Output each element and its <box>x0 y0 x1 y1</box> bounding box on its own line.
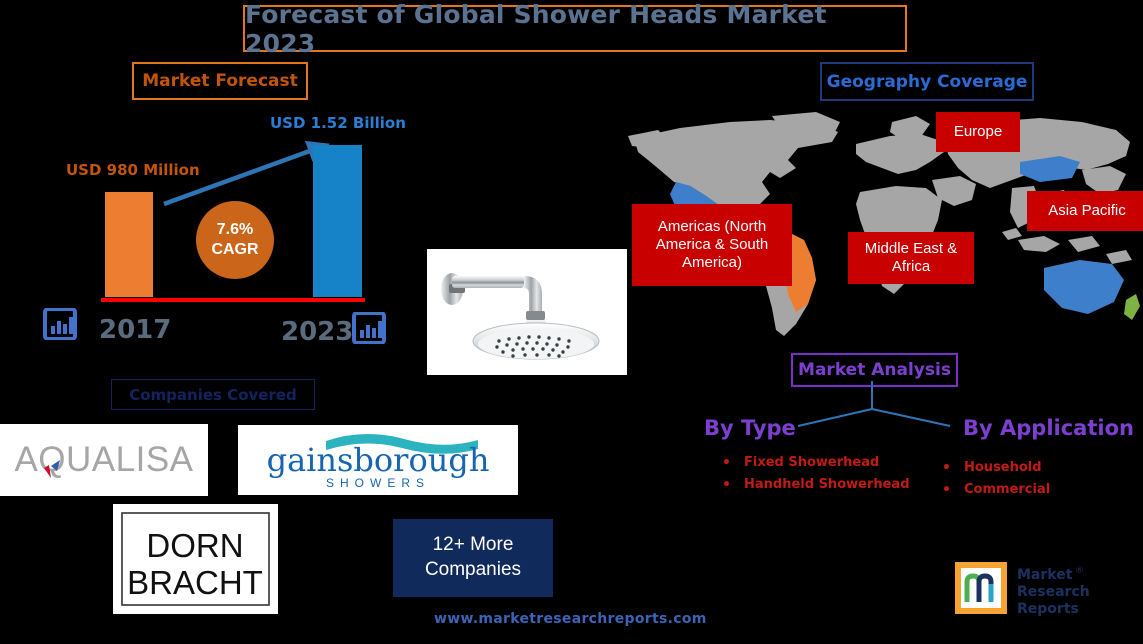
cagr-badge: 7.6% CAGR <box>196 201 274 279</box>
more-companies-line2: Companies <box>424 559 522 580</box>
bar-chart-icon <box>352 312 386 344</box>
website-url[interactable]: www.marketresearchreports.com <box>434 611 707 627</box>
list-item: Commercial <box>938 478 1050 502</box>
by-application-title: By Application <box>963 416 1134 440</box>
list-item: Fixed Showerhead <box>718 451 910 475</box>
company-logo-gainsborough-subtitle: SHOWERS <box>326 476 430 490</box>
cagr-label: CAGR <box>211 241 259 258</box>
market-analysis-header: Market Analysis <box>791 353 958 387</box>
list-item: Household <box>938 456 1050 480</box>
list-item: Handheld Showerhead <box>718 473 910 497</box>
market-research-reports-logo: Market ® Research Reports <box>955 562 1090 616</box>
map-region-new-zealand <box>1124 294 1140 320</box>
brand-name-line2: Research <box>1017 584 1090 600</box>
bar-2023 <box>313 145 362 297</box>
geo-label-europe: Europe <box>936 112 1020 152</box>
by-application-list: Household Commercial <box>938 456 1050 503</box>
cagr-value: 7.6% <box>216 221 254 239</box>
year-label-2023: 2023 <box>281 317 354 347</box>
page-title: Forecast of Global Shower Heads Market 2… <box>243 0 907 58</box>
company-logo-dornbracht: DORN BRACHT <box>113 504 278 614</box>
chart-baseline <box>101 298 365 302</box>
geography-coverage-header: Geography Coverage <box>820 62 1034 101</box>
growth-arrow-icon <box>163 140 330 207</box>
by-type-title: By Type <box>704 416 796 440</box>
shower-head-photo <box>427 249 627 375</box>
market-forecast-header: Market Forecast <box>132 62 308 100</box>
company-logo-aqualisa: AQUALISA <box>0 424 208 496</box>
company-logo-gainsborough: gainsborough SHOWERS <box>238 425 518 495</box>
analysis-connector-lines <box>797 381 951 427</box>
geo-label-americas: Americas (North America & South America) <box>632 204 792 286</box>
more-companies-line1: 12+ More <box>432 534 514 556</box>
map-region-australia <box>1044 260 1124 314</box>
company-logo-dornbracht-line1: DORN <box>146 527 243 564</box>
bar-label-2023: USD 1.52 Billion <box>270 114 406 132</box>
bar-label-2017: USD 980 Million <box>66 161 200 179</box>
company-logo-gainsborough-text: gainsborough <box>267 441 490 479</box>
geo-label-middle-east-africa: Middle East & Africa <box>848 232 974 284</box>
bar-chart-icon <box>43 308 77 340</box>
year-label-2017: 2017 <box>99 315 172 345</box>
brand-name-line3: Reports <box>1017 601 1079 616</box>
company-logo-aqualisa-text: AQUALISA <box>14 440 193 479</box>
companies-covered-header: Companies Covered <box>111 379 315 410</box>
more-companies-badge: 12+ More Companies <box>393 519 553 597</box>
brand-name-line1: Market <box>1017 567 1073 583</box>
bar-2017 <box>105 192 153 297</box>
brand-registered-mark: ® <box>1075 566 1084 576</box>
map-region-mongolia <box>1020 156 1080 182</box>
geo-label-asia-pacific: Asia Pacific <box>1027 191 1143 231</box>
company-logo-dornbracht-line2: BRACHT <box>127 564 263 601</box>
by-type-list: Fixed Showerhead Handheld Showerhead <box>718 451 910 498</box>
